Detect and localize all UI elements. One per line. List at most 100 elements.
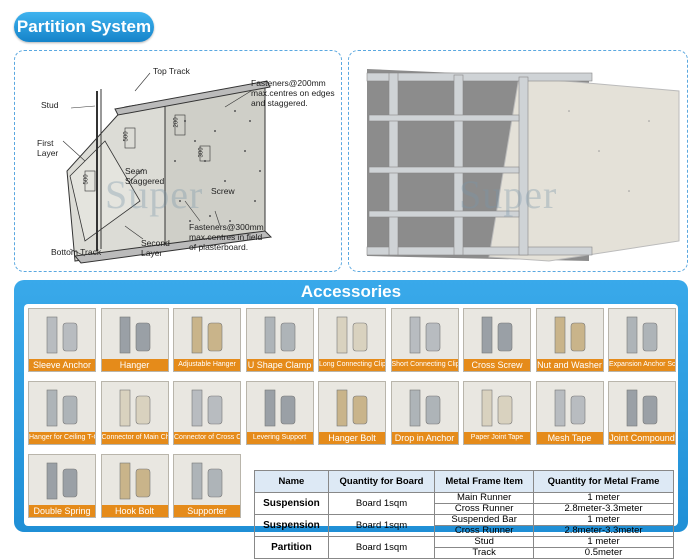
accessory-label: Adjustable Hanger: [174, 359, 240, 371]
accessory-label: Expansion Anchor Screw: [609, 359, 675, 371]
label-stud: Stud: [41, 100, 59, 110]
row-item: Suspended Bar: [434, 514, 535, 526]
table-row: Suspension Board 1sqm Suspended Bar 1 me…: [254, 514, 674, 537]
partition-photo-panel: Super: [348, 50, 688, 272]
label-fasteners-field: Fasteners@300mm max.centres in field of …: [189, 222, 264, 252]
accessory-label: Hanger Bolt: [319, 432, 385, 444]
accessory-label: Double Spring: [29, 505, 95, 517]
watermark: Super: [105, 172, 204, 217]
accessory-image: [319, 309, 385, 361]
page-title: Partition System: [14, 12, 154, 42]
label-screw: Screw: [211, 186, 235, 196]
row-qty-frame: 1 meter: [533, 514, 674, 526]
accessory-image: [246, 309, 313, 361]
accessory-image: [101, 309, 168, 361]
accessory-tile: Mesh Tape: [535, 381, 604, 445]
partition-diagram: [62, 72, 273, 264]
dim-b: 200: [173, 117, 180, 128]
accessory-tile: Connector of Cross Channel: [173, 381, 241, 445]
label-top-track: Top Track: [153, 66, 190, 76]
table-row: Partition Board 1sqm Stud 1 meter: [254, 536, 674, 559]
partition-frame-photo: [349, 51, 687, 271]
table-row: Suspension Board 1sqm Main Runner 1 mete…: [254, 492, 674, 515]
accessory-image: [29, 382, 95, 434]
accessory-label: U Shape Clamp: [246, 359, 313, 371]
accessory-tile: Hanger for Ceiling T-Grid: [28, 381, 96, 445]
accessory-image: [101, 382, 168, 434]
dim-a: 500: [123, 131, 130, 142]
row-item: Stud: [434, 536, 535, 548]
accessory-tile: Hook Bolt: [100, 454, 169, 518]
accessory-image: [609, 382, 675, 434]
row-name: Suspension: [254, 492, 329, 515]
accessory-image: [174, 309, 240, 361]
table-row: Cross Runner 2.8meter-3.3meter: [255, 525, 674, 537]
accessories-grid: Sleeve Anchor Hanger Adjustable Hanger U Sh…: [24, 304, 678, 559]
material-quantity-table: Name Quantity for Board Metal Frame Item…: [254, 470, 674, 559]
accessory-label: Mesh Tape: [536, 432, 603, 444]
row-item: Track: [434, 547, 535, 559]
accessory-image: [464, 309, 530, 361]
dim-d: 500: [83, 174, 90, 185]
row-qty-board: Board 1sqm: [327, 514, 436, 537]
accessory-tile: Double Spring: [28, 454, 96, 518]
accessory-tile: Expansion Anchor Screw: [608, 308, 676, 372]
row-item: Cross Runner: [434, 503, 535, 515]
accessory-tile: Short Connecting Clip: [390, 308, 459, 372]
accessory-label: Long Connecting Clip: [319, 359, 385, 371]
accessory-image: [319, 382, 385, 434]
row-qty-frame: 0.5meter: [533, 547, 674, 559]
accessory-label: Hanger for Ceiling T-Grid: [29, 432, 95, 444]
col-qty-board: Quantity for Board: [327, 470, 436, 493]
accessory-tile: Hanger Bolt: [318, 381, 386, 445]
accessory-image: [391, 309, 458, 361]
accessory-label: Supporter: [174, 505, 240, 517]
watermark: Super: [459, 172, 558, 217]
accessory-label: Sleeve Anchor: [29, 359, 95, 371]
dim-c: 300: [198, 147, 205, 158]
accessory-tile: Drop in Anchor: [390, 381, 459, 445]
accessory-label: Cross Screw: [464, 359, 530, 371]
accessory-tile: Levering Support: [245, 381, 314, 445]
accessory-image: [174, 455, 240, 507]
accessory-label: Hook Bolt: [101, 505, 168, 517]
accessory-label: Connector of Main Channel: [101, 432, 168, 444]
row-qty-frame: 2.8meter-3.3meter: [533, 525, 674, 537]
row-qty-frame: 1 meter: [533, 536, 674, 548]
accessory-tile: Supporter: [173, 454, 241, 518]
accessory-label: Joint Compound: [609, 432, 675, 444]
accessory-tile: Nut and Washer: [535, 308, 604, 372]
partition-diagram-panel: Top Track Stud First Layer Fasteners@200…: [14, 50, 342, 272]
accessory-label: Connector of Cross Channel: [174, 432, 240, 444]
accessory-image: [609, 309, 675, 361]
accessory-image: [174, 382, 240, 434]
accessory-tile: Connector of Main Channel: [100, 381, 169, 445]
accessory-image: [246, 382, 313, 434]
accessory-image: [536, 382, 603, 434]
label-seam-staggered: Seam Staggered: [125, 166, 165, 186]
accessory-tile: Joint Compound: [608, 381, 676, 445]
accessory-tile: Sleeve Anchor: [28, 308, 96, 372]
accessory-image: [464, 382, 530, 434]
accessory-label: Nut and Washer: [536, 359, 603, 371]
accessory-image: [536, 309, 603, 361]
row-qty-board: Board 1sqm: [327, 492, 436, 515]
label-second-layer: Second Layer: [141, 238, 170, 258]
row-qty-frame: 1 meter: [533, 492, 674, 504]
accessory-image: [29, 455, 95, 507]
col-metal-item: Metal Frame Item: [434, 470, 535, 493]
accessory-label: Levering Support: [246, 432, 313, 444]
row-qty-frame: 2.8meter-3.3meter: [533, 503, 674, 515]
accessory-label: Drop in Anchor: [391, 432, 458, 444]
accessory-label: Paper Joint Tape: [464, 432, 530, 444]
row-item: Main Runner: [434, 492, 535, 504]
accessory-label: Short Connecting Clip: [391, 359, 458, 371]
accessory-image: [101, 455, 168, 507]
accessory-image: [29, 309, 95, 361]
row-item: Cross Runner: [434, 525, 535, 537]
accessory-label: Hanger: [101, 359, 168, 371]
accessory-tile: U Shape Clamp: [245, 308, 314, 372]
col-qty-frame: Quantity for Metal Frame: [533, 470, 674, 493]
label-first-layer: First Layer: [37, 138, 59, 158]
